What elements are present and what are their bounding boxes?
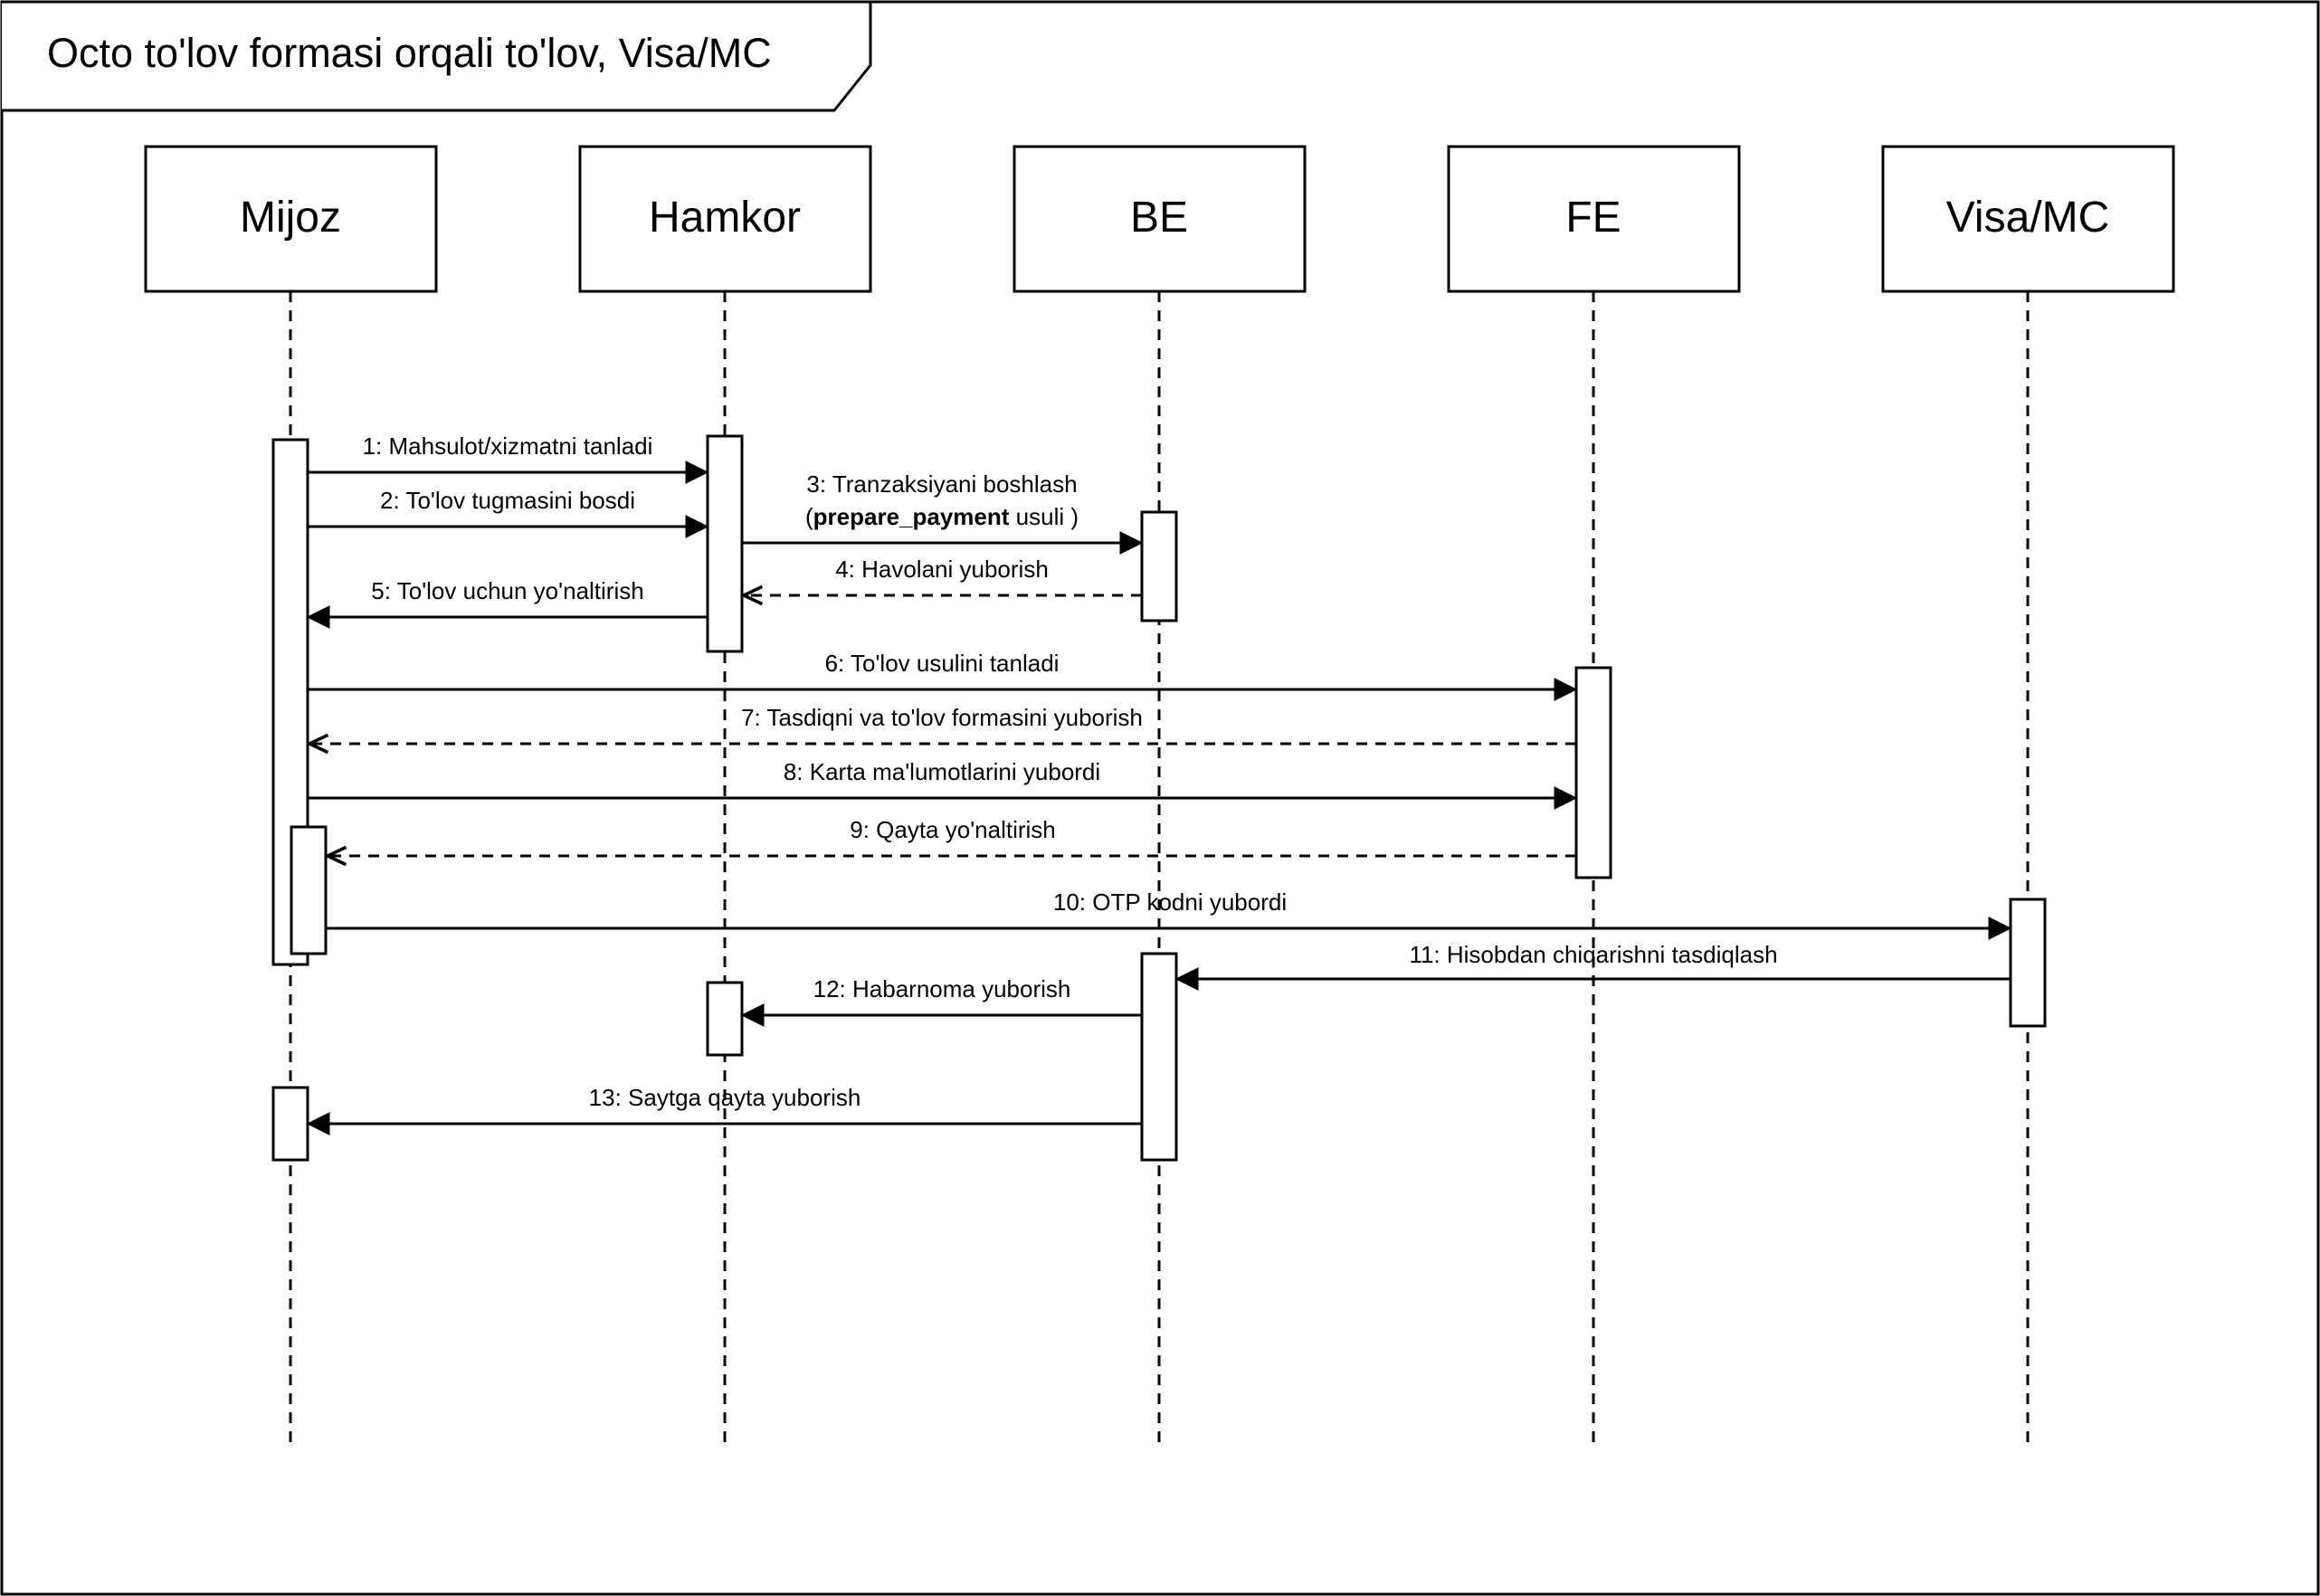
message-label-7: 7: Tasdiqni va to'lov formasini yuborish [741, 704, 1143, 731]
participants: Mijoz Hamkor BE FE Visa/MC [144, 145, 2175, 293]
message-label-11: 11: Hisobdan chiqarishni tasdiqlash [1409, 941, 1777, 968]
message-label-3-line2: (prepare_payment usuli ) [805, 503, 1079, 530]
activation-hamkor-2 [706, 981, 744, 1057]
activation-hamkor-1 [706, 434, 744, 653]
message-label-12: 12: Habarnoma yuborish [813, 975, 1071, 1002]
message-label-5: 5: To'lov uchun yo'naltirish [371, 577, 643, 604]
message-label-3: 3: Tranzaksiyani boshlash [806, 470, 1077, 498]
title-tab [2, 0, 872, 112]
participant-label-be: BE [1130, 194, 1188, 242]
participant-box-be [1013, 145, 1307, 293]
participant-label-fe: FE [1565, 194, 1621, 242]
activation-visa-1 [2009, 898, 2047, 1028]
participant-box-fe [1447, 145, 1741, 293]
activation-mijoz-3 [271, 1086, 309, 1162]
message-label-3-suffix: usuli ) [1009, 503, 1079, 530]
message-label-4: 4: Havolani yuborish [835, 556, 1049, 583]
diagram-title: Octo to'lov formasi orqali to'lov, Visa/… [47, 30, 772, 76]
activation-be-1 [1140, 510, 1178, 622]
message-label-2: 2: To'lov tugmasini bosdi [380, 487, 635, 514]
participant-box-hamkor [578, 145, 872, 293]
message-label-9: 9: Qayta yo'naltirish [850, 816, 1056, 843]
message-label-1: 1: Mahsulot/xizmatni tanladi [363, 432, 653, 460]
message-label-3-prefix: ( [805, 503, 813, 530]
activation-mijoz-2 [290, 825, 328, 955]
participant-label-hamkor: Hamkor [649, 194, 801, 242]
activation-be-2 [1140, 952, 1178, 1162]
activation-bars [271, 434, 2047, 1162]
message-label-10: 10: OTP kodni yubordi [1053, 888, 1287, 916]
message-label-13: 13: Saytga qayta yuborish [589, 1084, 861, 1111]
message-label-8: 8: Karta ma'lumotlarini yubordi [784, 758, 1100, 785]
message-label-3-bold: prepare_payment [813, 503, 1010, 530]
messages: 1: Mahsulot/xizmatni tanladi 2: To'lov t… [306, 432, 2012, 1135]
message-label-6: 6: To'lov usulini tanladi [825, 650, 1060, 677]
participant-box-visa [1881, 145, 2175, 293]
activation-fe-1 [1574, 666, 1612, 879]
participant-label-visa: Visa/MC [1946, 194, 2110, 242]
participant-label-mijoz: Mijoz [240, 194, 341, 242]
